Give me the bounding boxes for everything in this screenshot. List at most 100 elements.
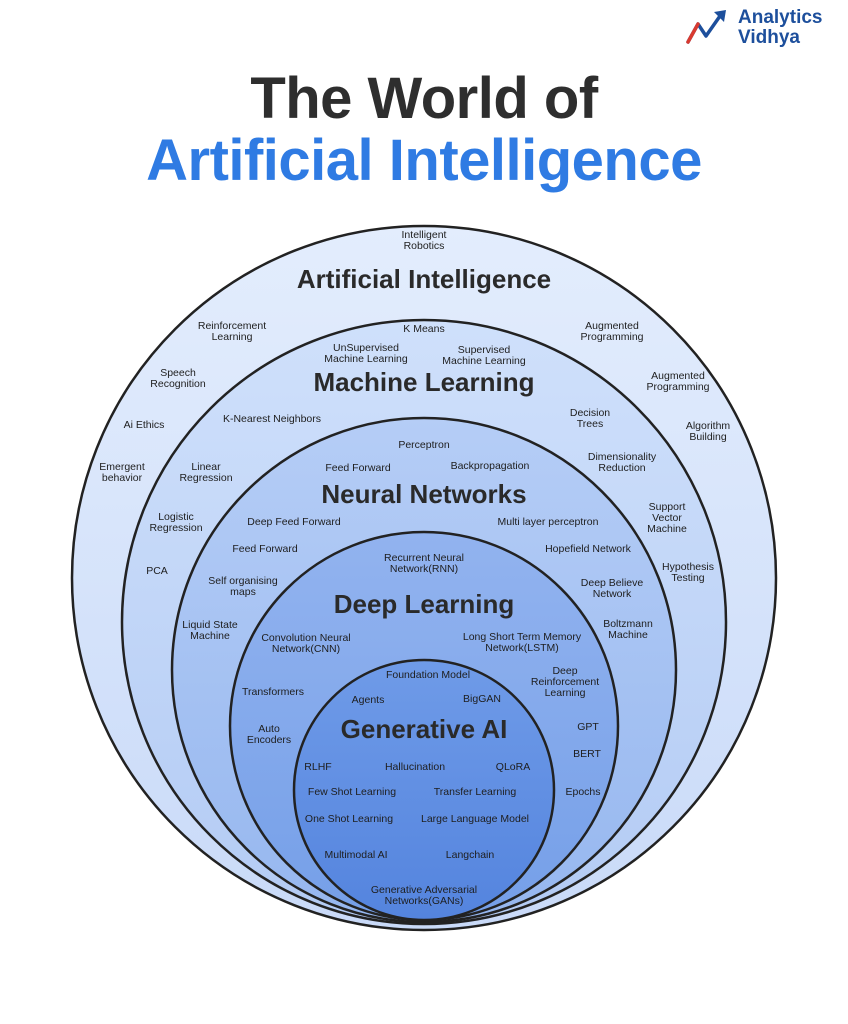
- ai-item-0-line-0: Intelligent: [402, 229, 447, 241]
- gen-item-7: Transfer Learning: [434, 786, 517, 798]
- ml-item-9: PCA: [146, 565, 168, 577]
- ml-item-8-line-0: Support: [649, 501, 686, 513]
- ai-item-3-line-0: Ai Ethics: [124, 419, 165, 431]
- ml-item-7-line-0: Logistic: [158, 511, 194, 523]
- dl-item-1-line-1: Network(CNN): [272, 643, 340, 655]
- ai-item-4-line-1: behavior: [102, 472, 143, 484]
- nn-item-7-line-1: maps: [230, 586, 256, 598]
- gen-item-7-line-0: Transfer Learning: [434, 786, 517, 798]
- ml-item-5-line-1: Regression: [179, 472, 232, 484]
- ai-item-0-line-1: Robotics: [404, 240, 445, 252]
- gen-item-3: RLHF: [304, 761, 331, 773]
- nn-item-10-line-1: Machine: [608, 629, 648, 641]
- brand-name: Analytics Vidhya: [738, 8, 822, 48]
- gen-item-11-line-0: Langchain: [446, 849, 495, 861]
- ai-item-6-line-1: Programming: [646, 381, 709, 393]
- dl-item-7-line-0: BERT: [573, 748, 601, 760]
- dl-item-3-line-0: Transformers: [242, 686, 304, 698]
- title-line2: Artificial Intelligence: [146, 128, 702, 193]
- ml-item-7-line-1: Regression: [149, 522, 202, 534]
- ml-item-1-line-1: Machine Learning: [324, 353, 408, 365]
- gen-item-11: Langchain: [446, 849, 495, 861]
- dl-item-4-line-0: Deep: [552, 665, 577, 677]
- gen-item-8: One Shot Learning: [305, 813, 393, 825]
- gen-item-10-line-0: Multimodal AI: [324, 849, 387, 861]
- ml-item-4-line-0: Decision: [570, 407, 610, 419]
- gen-item-0: Foundation Model: [386, 669, 470, 681]
- nn-item-1-line-0: Feed Forward: [325, 462, 391, 474]
- nn-item-8-line-0: Deep Believe: [581, 577, 644, 589]
- layer-title-ai: Artificial Intelligence: [297, 264, 551, 294]
- layer-title-nn: Neural Networks: [321, 479, 526, 509]
- gen-item-3-line-0: RLHF: [304, 761, 331, 773]
- dl-item-8: Epochs: [565, 786, 600, 798]
- layer-title-ml: Machine Learning: [313, 367, 534, 397]
- dl-item-5-line-0: Auto: [258, 723, 280, 735]
- nn-item-0: Perceptron: [398, 439, 450, 451]
- gen-item-9-line-0: Large Language Model: [421, 813, 529, 825]
- gen-item-1: Agents: [352, 694, 385, 706]
- gen-item-8-line-0: One Shot Learning: [305, 813, 393, 825]
- ml-item-6-line-0: Dimensionality: [588, 451, 657, 463]
- ai-item-6-line-0: Augmented: [651, 370, 705, 382]
- ai-item-7-line-0: Algorithm: [686, 420, 731, 432]
- gen-item-5: QLoRA: [496, 761, 530, 773]
- dl-item-1-line-0: Convolution Neural: [261, 632, 350, 644]
- nn-item-8-line-1: Network: [593, 588, 632, 600]
- ai-item-5-line-0: Augmented: [585, 320, 639, 332]
- gen-item-0-line-0: Foundation Model: [386, 669, 470, 681]
- dl-item-0-line-1: Network(RNN): [390, 563, 458, 575]
- gen-item-1-line-0: Agents: [352, 694, 385, 706]
- ai-item-1-line-1: Learning: [212, 331, 253, 343]
- ml-item-1-line-0: UnSupervised: [333, 342, 399, 354]
- trend-arrow-icon: [686, 10, 726, 44]
- ai-item-2-line-0: Speech: [160, 367, 196, 379]
- ml-item-9-line-0: PCA: [146, 565, 168, 577]
- ml-item-3: K-Nearest Neighbors: [223, 413, 321, 425]
- title-line1: The World of: [250, 66, 598, 131]
- nn-item-6: Hopefield Network: [545, 543, 632, 555]
- nn-item-4: Multi layer perceptron: [498, 516, 599, 528]
- nn-item-5-line-0: Feed Forward: [232, 543, 298, 555]
- ml-item-6-line-1: Reduction: [598, 462, 645, 474]
- ml-item-5-line-0: Linear: [191, 461, 221, 473]
- nn-item-9-line-1: Machine: [190, 630, 230, 642]
- gen-item-9: Large Language Model: [421, 813, 529, 825]
- ai-item-2-line-1: Recognition: [150, 378, 206, 390]
- ml-item-0-line-0: K Means: [403, 323, 444, 335]
- ai-item-3: Ai Ethics: [124, 419, 165, 431]
- nn-item-3-line-0: Deep Feed Forward: [247, 516, 341, 528]
- gen-item-2: BigGAN: [463, 693, 501, 705]
- nn-item-5: Feed Forward: [232, 543, 298, 555]
- ml-item-0: K Means: [403, 323, 444, 335]
- nn-item-2-line-0: Backpropagation: [451, 460, 530, 472]
- brand-line1: Analytics: [738, 7, 823, 28]
- layer-title-gen: Generative AI: [341, 714, 508, 744]
- nn-item-0-line-0: Perceptron: [398, 439, 450, 451]
- dl-item-5-line-1: Encoders: [247, 734, 291, 746]
- dl-item-8-line-0: Epochs: [565, 786, 600, 798]
- ai-item-7-line-1: Building: [689, 431, 727, 443]
- gen-item-12-line-1: Networks(GANs): [385, 895, 464, 907]
- ml-item-8-line-2: Machine: [647, 523, 687, 535]
- dl-item-6-line-0: GPT: [577, 721, 599, 733]
- ml-item-10-line-1: Testing: [671, 572, 704, 584]
